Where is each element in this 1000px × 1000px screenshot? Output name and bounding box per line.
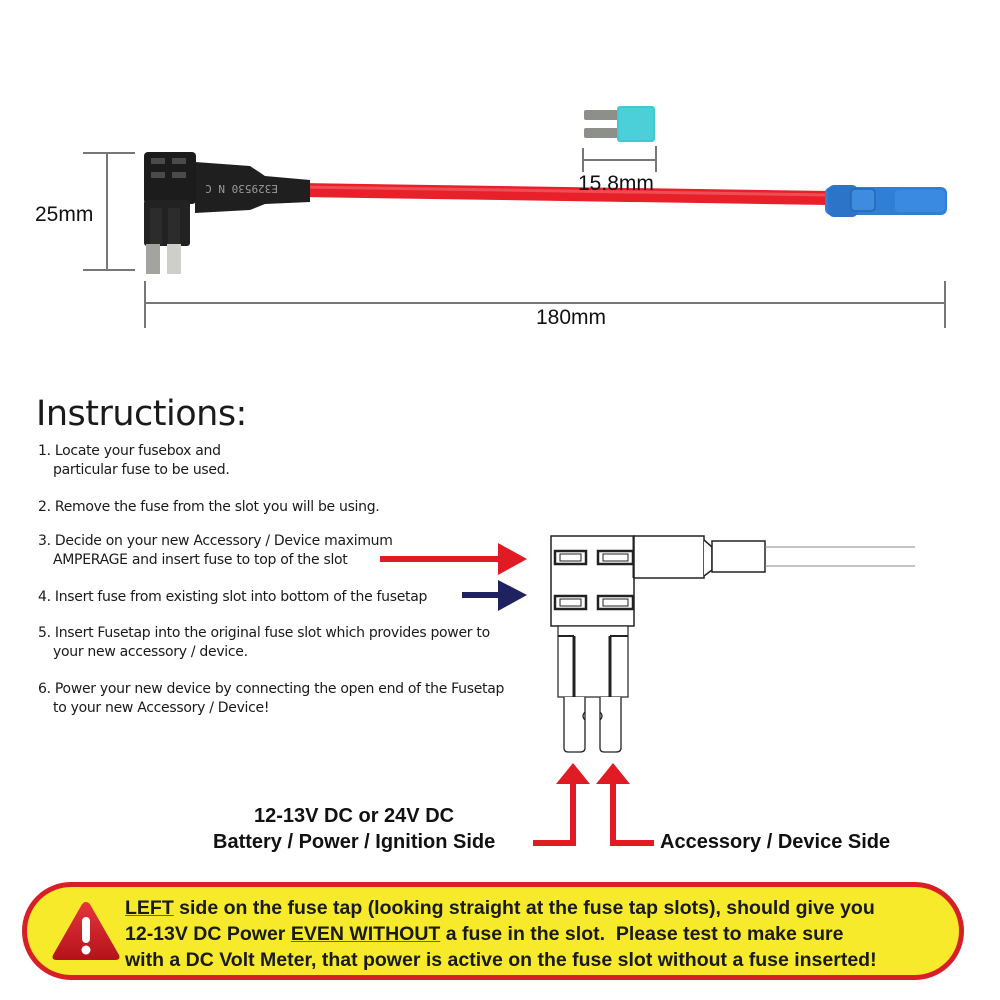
power-side-arrow-icon: [533, 763, 590, 846]
power-side-voltage-label: 12-13V DC or 24V DC: [254, 805, 455, 827]
height-dimension-label: 25mm: [35, 203, 94, 226]
length-dimension-label: 180mm: [536, 306, 607, 329]
height-dimension-line: [83, 152, 135, 271]
device-side-arrow-icon: [596, 763, 654, 846]
instruction-step-2: 2. Remove the fuse from the slot you wil…: [38, 499, 380, 515]
warning-line-3: with a DC Volt Meter, that power is acti…: [125, 949, 877, 971]
fuse-tap-photo-illustration: E329530 N C: [83, 106, 947, 328]
fuse-tap-line-drawing: [550, 535, 915, 753]
top-slot-arrow-icon: [380, 543, 527, 575]
mini-fuse: [584, 106, 655, 142]
warning-triangle-icon: [52, 902, 120, 960]
instruction-step-6: 6. Power your new device by connecting t…: [38, 681, 505, 716]
butt-connector: [825, 185, 947, 217]
instruction-step-4: 4. Insert fuse from existing slot into b…: [38, 589, 428, 605]
warning-line-1: LEFT side on the fuse tap (looking strai…: [125, 897, 875, 919]
product-photo: E329530 N C 25mm 15.8mm 180mm: [0, 0, 1000, 340]
warning-line-2: 12-13V DC Power EVEN WITHOUT a fuse in t…: [125, 923, 844, 945]
power-side-label: Battery / Power / Ignition Side: [213, 831, 496, 853]
fuse-width-dimension-label: 15.8mm: [578, 172, 654, 195]
instructions-title: Instructions:: [36, 394, 247, 434]
instruction-step-3: 3. Decide on your new Accessory / Device…: [38, 533, 393, 568]
instruction-step-5: 5. Insert Fusetap into the original fuse…: [38, 625, 490, 660]
warning-banner: LEFT side on the fuse tap (looking strai…: [22, 882, 964, 980]
warning-message: LEFT side on the fuse tap (looking strai…: [125, 895, 877, 973]
device-side-label: Accessory / Device Side: [660, 831, 891, 853]
fuse-tap-body: [144, 152, 196, 274]
fuse-tap-diagram: [380, 535, 915, 846]
svg-text:E329530 N C: E329530 N C: [205, 182, 278, 195]
length-dimension-line: [144, 281, 946, 328]
instruction-step-1: 1. Locate your fusebox and particular fu…: [38, 443, 230, 478]
fuse-width-dimension-line: [582, 146, 657, 172]
bottom-slot-arrow-icon: [462, 580, 527, 611]
